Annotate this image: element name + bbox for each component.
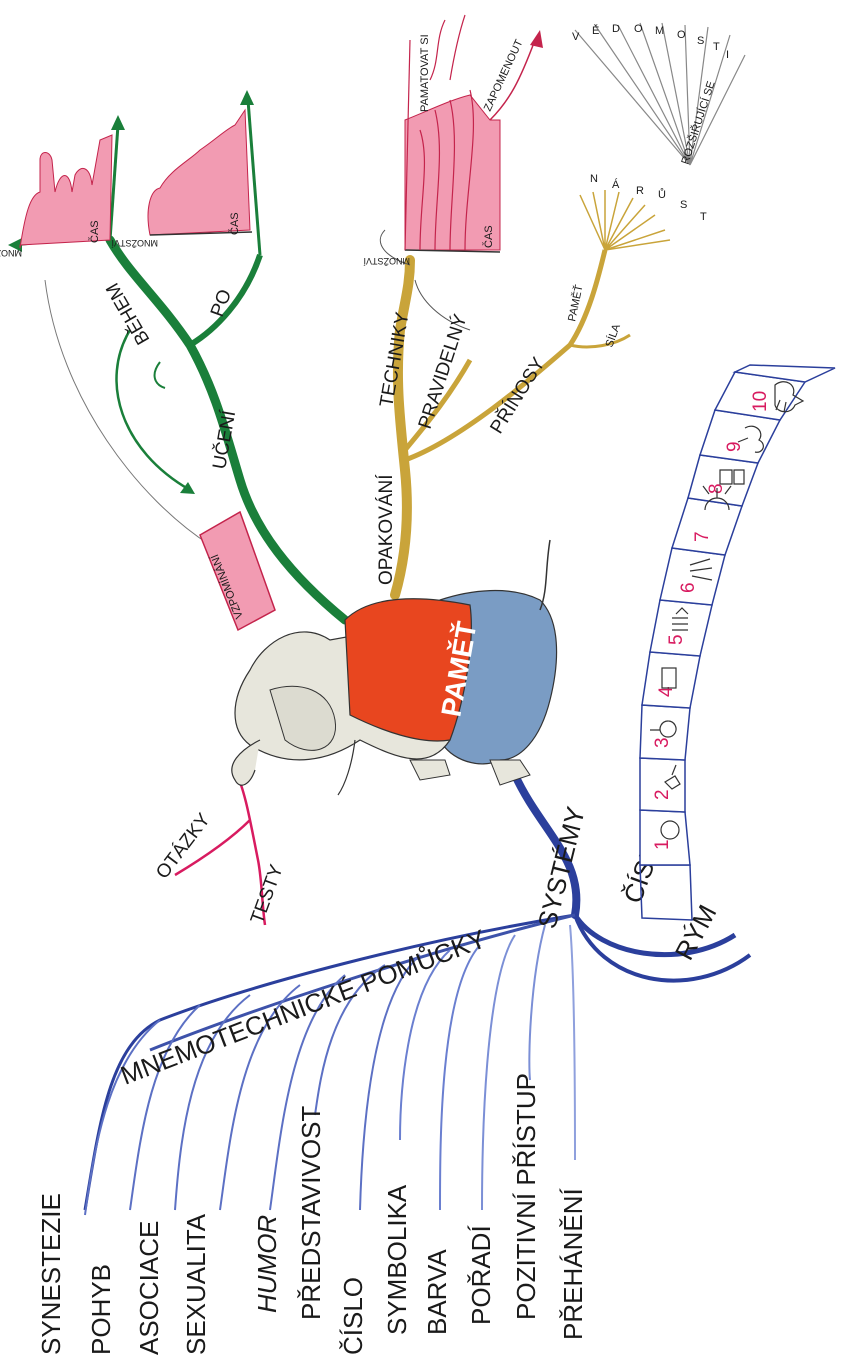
mnemonic-item: PŘEHÁNĚNÍ (558, 1188, 588, 1340)
questions-branch: OTÁZKY TESTY (152, 770, 288, 927)
mnemonic-item: ASOCIACE (134, 1221, 164, 1355)
during-x-label: ČAS (88, 220, 101, 243)
knowledge-letter: Ě (592, 24, 599, 37)
repetition-graph: MNOŽSTVÍ ČAS PAMATOVAT SI ZAPOMENOUT (363, 15, 543, 266)
mnemonic-item: POZITIVNÍ PŘÍSTUP (511, 1073, 541, 1320)
rhyme-number: 9 (724, 441, 745, 452)
mnemonic-item: PŘEDSTAVIVOST (296, 1106, 326, 1320)
mnemonic-item: POHYB (86, 1264, 116, 1355)
repetition-x-label: ČAS (482, 225, 495, 248)
growth-letter: N (590, 173, 598, 185)
elephant-trunk (232, 740, 260, 785)
growth-letter: S (680, 199, 687, 211)
rhyme-strip: 1 2 3 4 5 6 7 8 9 10 (640, 365, 835, 920)
during-graph: MNOŽSTVÍ ČAS (0, 135, 112, 258)
knowledge-letter: D (612, 23, 620, 35)
rhyme-number: 5 (666, 634, 687, 645)
remember-label: PAMATOVAT SI (419, 34, 431, 112)
forget-label: ZAPOMENOUT (482, 38, 526, 114)
knowledge-letter: O (677, 29, 686, 41)
techniques-label: TECHNIKY (376, 310, 413, 409)
mnemonic-item: SEXUALITA (181, 1213, 211, 1355)
rhyme-number: 1 (652, 839, 673, 850)
mnemonic-item: SYNESTEZIE (36, 1193, 66, 1355)
knowledge-letter: V (572, 31, 580, 43)
growth-letter: Á (612, 178, 620, 191)
learning-branch: MNOŽSTVÍ ČAS MNOŽSTVÍ ČAS UČENÍ BĚHEM PO… (0, 90, 345, 630)
repetition-y-label: MNOŽSTVÍ (363, 256, 410, 266)
rhyme-label: RÝM (669, 900, 723, 965)
mnemonic-item: BARVA (422, 1249, 452, 1335)
mnemonics-label: MNEMOTECHNICKÉ POMŮCKY (116, 922, 490, 1090)
growth-letter: R (636, 185, 644, 197)
tail (540, 540, 550, 610)
mnemonic-item: POŘADÍ (466, 1225, 496, 1325)
rhyme-number: 3 (652, 737, 673, 748)
strength-label: SÍLA (603, 322, 624, 349)
repetition-label: OPAKOVÁNÍ (376, 474, 397, 585)
rhyme-number: 6 (678, 582, 699, 593)
rhyme-number: 7 (692, 531, 713, 542)
mnemonic-item: HUMOR (252, 1215, 282, 1313)
questions-label: OTÁZKY (152, 809, 215, 883)
rhyme-number: 2 (652, 789, 673, 800)
benefits-label: PŘÍNOSY (486, 353, 550, 437)
mnemonic-item: SYMBOLIKA (382, 1184, 412, 1335)
growth-letter: T (700, 211, 707, 223)
after-label: PO (207, 287, 236, 320)
growth-letter: Ů (658, 188, 666, 201)
mnemonic-item: ČÍSLO (338, 1277, 368, 1355)
knowledge-letter: T (713, 41, 720, 53)
during-y-label: MNOŽSTVÍ (0, 248, 22, 258)
after-graph: MNOŽSTVÍ ČAS (111, 110, 252, 248)
after-x-label: ČAS (228, 212, 241, 235)
knowledge-letter: S (697, 35, 704, 47)
rhyme-number: 10 (750, 391, 771, 412)
after-y-label: MNOŽSTVÍ (111, 238, 158, 248)
knowledge-letter: O (634, 23, 643, 35)
knowledge-letter: M (655, 25, 664, 37)
tests-label: TESTY (247, 862, 288, 927)
knowledge-letter: I (726, 49, 729, 61)
